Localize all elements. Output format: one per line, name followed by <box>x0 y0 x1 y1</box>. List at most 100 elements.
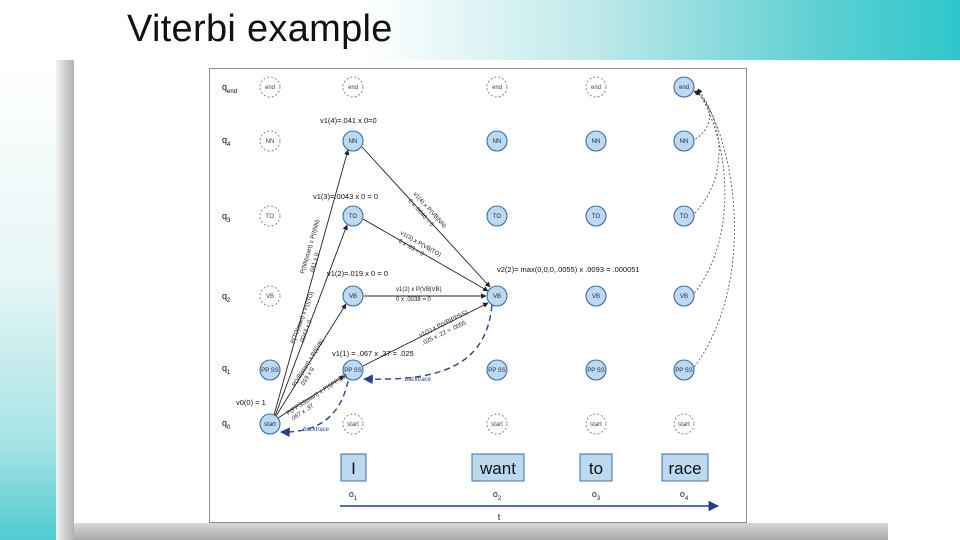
node-start-t1 <box>342 413 364 435</box>
left-gray-bar <box>56 60 74 540</box>
node-to-t4-label: TO <box>680 214 689 220</box>
time-axis-label: t <box>498 512 501 522</box>
annotation-v0-start: v0(0) = 1 <box>236 398 266 407</box>
observation-words: I want to race <box>340 453 709 482</box>
node-start-t1-label: start <box>347 422 359 428</box>
node-ppss-t3-label: PP SS <box>587 368 605 374</box>
node-ppss-t1-label: PP SS <box>344 368 362 374</box>
node-nn-t1 <box>342 130 364 152</box>
word-1: I <box>351 459 356 478</box>
node-start-t4-label: start <box>678 422 690 428</box>
node-to-t1 <box>342 205 364 227</box>
inactive-nodes <box>259 76 695 435</box>
word-4: race <box>668 459 701 478</box>
node-start-t3 <box>585 413 607 435</box>
node-end-t2-label: end <box>492 85 502 91</box>
node-vb-t0-label: VB <box>266 294 274 300</box>
node-nn-t2 <box>486 130 508 152</box>
node-start-t2-label: start <box>491 422 503 428</box>
annotation-v1-vb: v1(2)=.019 x 0 = 0 <box>327 269 388 278</box>
state-labels: qend q4 q3 q2 q1 q0 <box>222 82 237 431</box>
word-2: want <box>479 459 516 478</box>
node-nn-t3 <box>585 130 607 152</box>
bottom-gray-bar <box>74 523 888 540</box>
node-end-t2 <box>486 76 508 98</box>
node-ppss-t0-label: PP SS <box>261 368 279 374</box>
label-p-vb-vb-val: 0 x .0038 = 0 <box>396 297 432 303</box>
node-ppss-t0 <box>259 359 281 381</box>
annotation-v1-ppss: v1(1) = .067 x .37 = .025 <box>332 349 414 358</box>
node-ppss-t4 <box>673 359 695 381</box>
node-to-t4 <box>673 205 695 227</box>
state-label-vb: q2 <box>222 291 231 304</box>
vb-transitions <box>361 146 491 367</box>
node-to-t0-label: TO <box>266 214 275 220</box>
node-ppss-t2-label: PP SS <box>488 368 506 374</box>
state-label-ppss: q1 <box>222 363 231 376</box>
node-nn-t2-label: NN <box>493 139 502 145</box>
node-vb-t2-label: VB <box>493 294 501 300</box>
node-start-t2 <box>486 413 508 435</box>
node-to-t1-label: TO <box>349 214 358 220</box>
word-box-2 <box>471 453 525 482</box>
end-transitions <box>691 88 735 371</box>
node-vb-t2 <box>486 285 508 307</box>
label-p-vb-vb: v1(2) x P(VB|VB) <box>396 287 442 293</box>
node-end-t0 <box>259 76 281 98</box>
node-nn-t1-label: NN <box>349 139 358 145</box>
node-to-t2-label: TO <box>493 214 502 220</box>
slide-title: Viterbi example <box>127 8 393 50</box>
viterbi-trellis: qend q4 q3 q2 q1 q0 end NN TO VB end sta… <box>222 76 735 522</box>
node-nn-t4 <box>673 130 695 152</box>
node-vb-t1 <box>342 285 364 307</box>
active-nodes <box>259 76 695 435</box>
annotation-v1-to: v1(3)=.0043 x 0 = 0 <box>313 192 378 201</box>
node-end-t3 <box>585 76 607 98</box>
node-end-t3-label: end <box>591 85 601 91</box>
node-end-t0-label: end <box>265 85 275 91</box>
start-transitions <box>273 149 350 419</box>
node-to-t3 <box>585 205 607 227</box>
node-to-t0 <box>259 205 281 227</box>
node-ppss-t1 <box>342 359 364 381</box>
node-ppss-t2 <box>486 359 508 381</box>
node-end-t1-label: end <box>348 85 358 91</box>
node-ppss-t3 <box>585 359 607 381</box>
state-label-end: qend <box>222 82 237 95</box>
node-end-t4-label: end <box>679 85 689 91</box>
node-nn-t4-label: NN <box>680 139 689 145</box>
trellis-frame: qend q4 q3 q2 q1 q0 end NN TO VB end sta… <box>209 68 747 523</box>
backtrace-arrows <box>280 304 493 438</box>
node-start-t4 <box>673 413 695 435</box>
obs-label-4: o4 <box>680 489 689 502</box>
state-label-start: q0 <box>222 418 231 431</box>
node-end-t4 <box>673 76 695 98</box>
node-vb-t1-label: VB <box>349 294 357 300</box>
annotation-v1-nn: v1(4)=.041 x 0=0 <box>320 116 377 125</box>
node-vb-t3-label: VB <box>592 294 600 300</box>
node-vb-t4-label: VB <box>680 294 688 300</box>
title-band <box>0 0 960 60</box>
annotation-v2-vb: v2(2)= max(0,0,0,.0055) x .0093 = .00005… <box>497 265 640 274</box>
node-nn-t0-label: NN <box>266 139 275 145</box>
obs-label-2: o2 <box>493 489 502 502</box>
node-nn-t3-label: NN <box>592 139 601 145</box>
word-box-3 <box>579 453 613 482</box>
node-to-t2 <box>486 205 508 227</box>
node-nn-t0 <box>259 130 281 152</box>
node-end-t1 <box>342 76 364 98</box>
label-p-nn-start-val: .041 x 0 <box>309 252 321 275</box>
word-box-1 <box>340 453 367 482</box>
label-backtrace-1: backtrace <box>405 377 432 383</box>
node-start-t0-label: start <box>264 422 276 428</box>
obs-label-1: o1 <box>349 489 358 502</box>
node-ppss-t4-label: PP SS <box>675 368 693 374</box>
word-3: to <box>589 459 603 478</box>
node-start-t0 <box>259 413 281 435</box>
obs-label-3: o3 <box>592 489 601 502</box>
node-vb-t3 <box>585 285 607 307</box>
node-to-t3-label: TO <box>592 214 601 220</box>
node-start-t3-label: start <box>590 422 602 428</box>
state-label-nn: q4 <box>222 135 231 148</box>
word-box-4 <box>661 453 709 482</box>
